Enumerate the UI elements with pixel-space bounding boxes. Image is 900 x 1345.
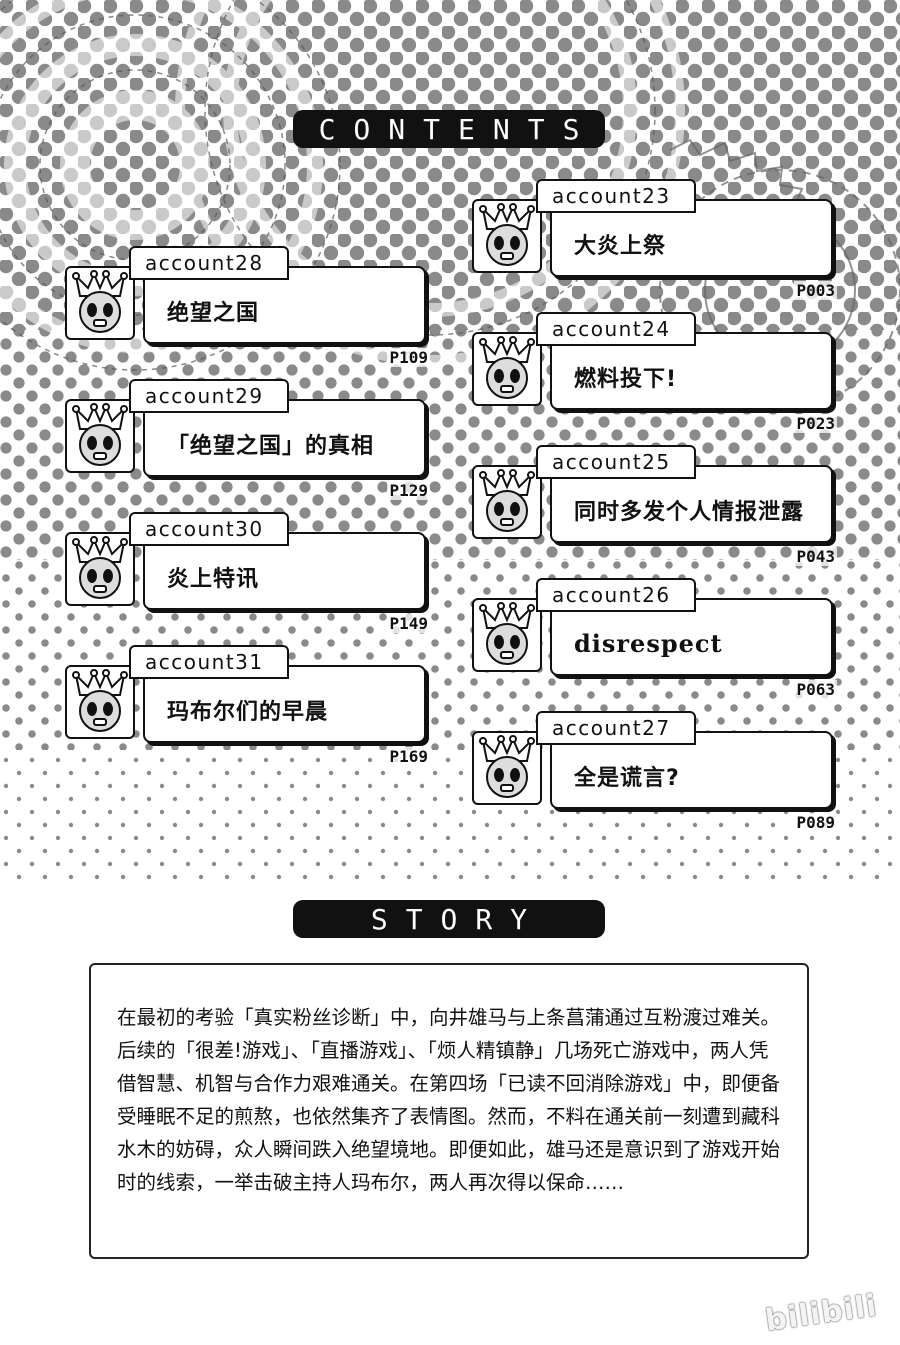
story-summary-box: 在最初的考验「真实粉丝诊断」中，向井雄马与上条菖蒲通过互粉渡过难关。后续的「很差… bbox=[89, 963, 809, 1259]
crown-mascot-icon bbox=[472, 332, 542, 406]
toc-entry-account31[interactable]: account31 玛布尔们的早晨 P169 bbox=[65, 645, 430, 769]
toc-entry-account24[interactable]: account24 燃料投下! P023 bbox=[472, 312, 837, 436]
toc-entry-account27[interactable]: account27 全是谎言? P089 bbox=[472, 711, 837, 835]
toc-entry-account29[interactable]: account29 「绝望之国」的真相 P129 bbox=[65, 379, 430, 503]
entry-page-number: P003 bbox=[794, 281, 837, 300]
entry-page-number: P169 bbox=[387, 747, 430, 766]
toc-entry-account25[interactable]: account25 同时多发个人情报泄露 P043 bbox=[472, 445, 837, 569]
crown-mascot-icon bbox=[472, 731, 542, 805]
entry-page-number: P129 bbox=[387, 481, 430, 500]
entry-account-label: account26 bbox=[536, 578, 696, 612]
story-header: STORY bbox=[293, 900, 605, 938]
story-summary-text: 在最初的考验「真实粉丝诊断」中，向井雄马与上条菖蒲通过互粉渡过难关。后续的「很差… bbox=[117, 1006, 781, 1194]
entry-account-label: account25 bbox=[536, 445, 696, 479]
entry-page-number: P089 bbox=[794, 813, 837, 832]
crown-mascot-icon bbox=[472, 199, 542, 273]
toc-entry-account23[interactable]: account23 大炎上祭 P003 bbox=[472, 179, 837, 303]
entry-page-number: P109 bbox=[387, 348, 430, 367]
crown-mascot-icon bbox=[65, 266, 135, 340]
crown-mascot-icon bbox=[65, 399, 135, 473]
crown-mascot-icon bbox=[472, 598, 542, 672]
entry-account-label: account27 bbox=[536, 711, 696, 745]
crown-mascot-icon bbox=[65, 532, 135, 606]
entry-account-label: account30 bbox=[129, 512, 289, 546]
toc-entry-account28[interactable]: account28 绝望之国 P109 bbox=[65, 246, 430, 370]
toc-entry-account26[interactable]: account26 disrespect P063 bbox=[472, 578, 837, 702]
crown-mascot-icon bbox=[472, 465, 542, 539]
entry-account-label: account29 bbox=[129, 379, 289, 413]
contents-header: CONTENTS bbox=[293, 110, 605, 148]
entry-page-number: P043 bbox=[794, 547, 837, 566]
entry-account-label: account28 bbox=[129, 246, 289, 280]
entry-page-number: P023 bbox=[794, 414, 837, 433]
toc-entry-account30[interactable]: account30 炎上特讯 P149 bbox=[65, 512, 430, 636]
entry-page-number: P149 bbox=[387, 614, 430, 633]
crown-mascot-icon bbox=[65, 665, 135, 739]
entry-page-number: P063 bbox=[794, 680, 837, 699]
entry-account-label: account31 bbox=[129, 645, 289, 679]
entry-account-label: account23 bbox=[536, 179, 696, 213]
entry-account-label: account24 bbox=[536, 312, 696, 346]
